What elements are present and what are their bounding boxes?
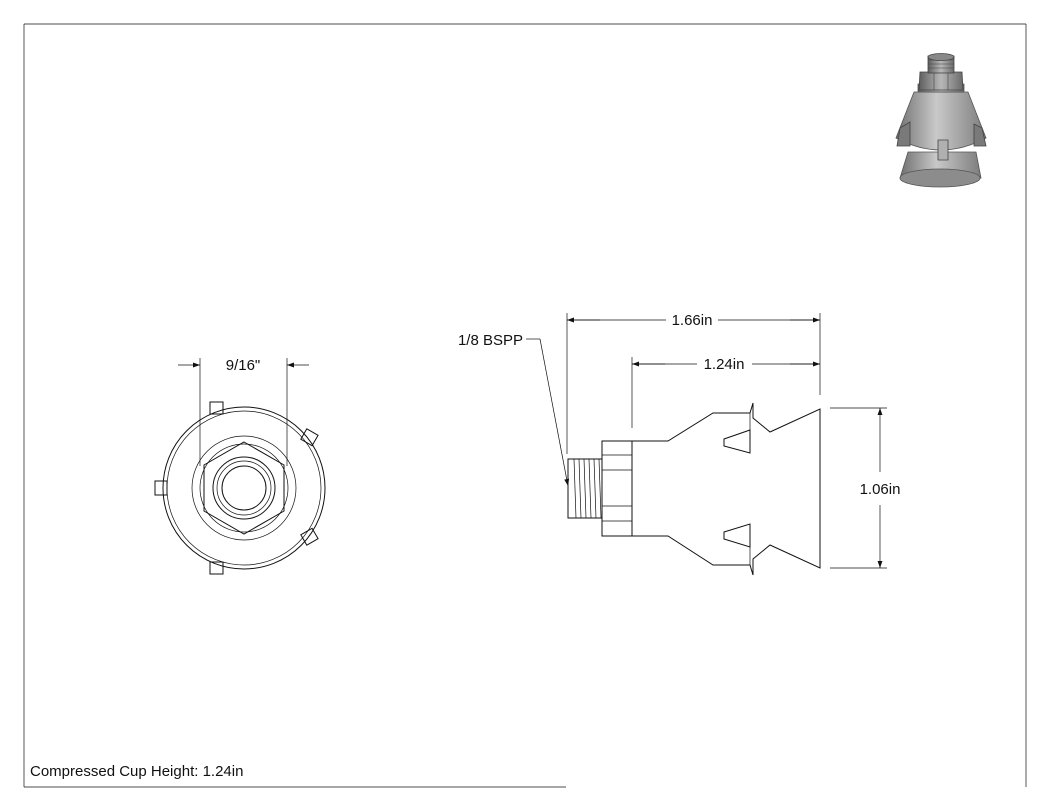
side-tab-upper [723,429,751,454]
dim-overall-length: 1.66in [672,312,713,329]
front-hex-nut [203,441,285,535]
side-tab-lower [723,523,751,548]
dim-cup-length: 1.24in [704,356,745,373]
front-thread-outer [212,456,276,520]
front-tab [209,561,224,575]
iso-render [895,53,987,188]
front-tab [300,527,319,546]
front-cup-outer [162,406,326,570]
iso-tab [896,121,911,147]
iso-tab [973,123,987,147]
dim-cup-diameter: 1.06in [860,481,901,498]
front-tab [300,428,319,447]
dim-front-width: 9/16" [226,357,261,374]
front-thread-mid [216,460,272,516]
front-bore [221,465,267,511]
sheet-border [23,23,1027,788]
callout-thread: 1/8 BSPP [458,332,523,349]
side-thread [567,458,603,519]
caption-compressed-height: Compressed Cup Height: 1.24in [30,763,243,780]
front-hex-chamfer [199,443,289,533]
iso-hex-nut [918,71,964,91]
front-view: 9/16" [154,357,326,575]
side-cup-outline [631,402,821,576]
front-inner-ring [191,435,297,541]
side-thread-lines [573,458,602,519]
front-tab [209,401,224,415]
front-cup-ring [166,410,322,566]
front-tab [154,480,168,496]
iso-tab [937,139,949,161]
side-view: 1.66in 1.24in 1.06in 1/8 BSPP [458,312,901,576]
